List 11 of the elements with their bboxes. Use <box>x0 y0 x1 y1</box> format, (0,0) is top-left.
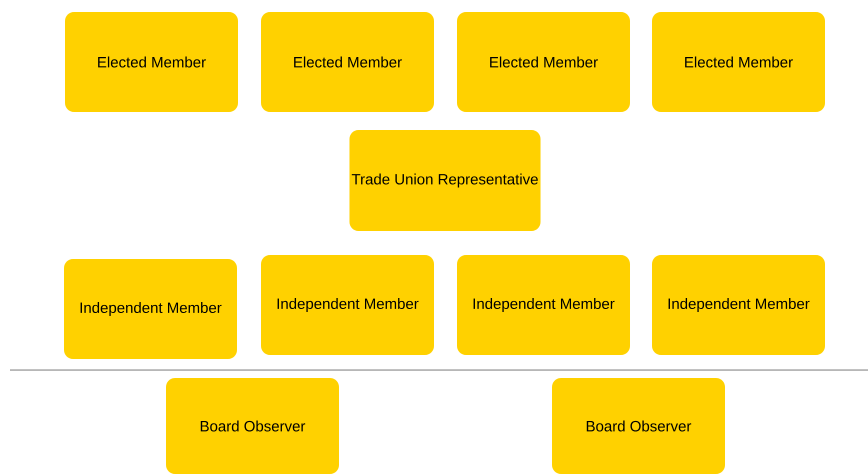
member-box: Independent Member <box>652 255 825 355</box>
member-box: Independent Member <box>261 255 434 355</box>
member-box: Elected Member <box>261 12 434 112</box>
member-box: Elected Member <box>457 12 630 112</box>
member-box: Independent Member <box>64 259 237 359</box>
member-box: Trade Union Representative <box>349 130 541 231</box>
member-box: Board Observer <box>166 378 339 474</box>
member-box: Independent Member <box>457 255 630 355</box>
member-box: Elected Member <box>65 12 238 112</box>
member-box: Elected Member <box>652 12 825 112</box>
member-box: Board Observer <box>552 378 725 474</box>
